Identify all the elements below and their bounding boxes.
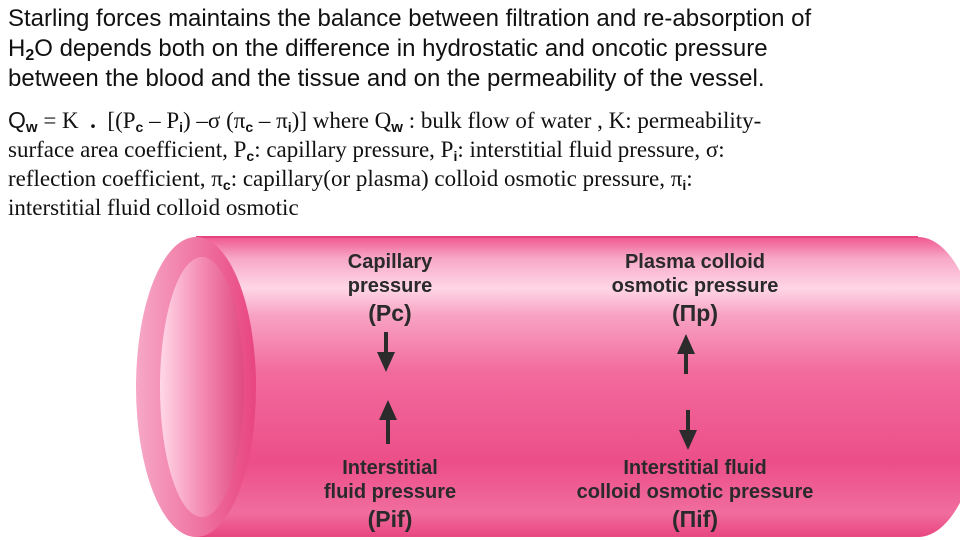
if-line-1: Interstitial: [290, 456, 490, 480]
cap-line-2: pressure: [310, 274, 470, 298]
if-line-2: fluid pressure: [290, 480, 490, 504]
tube-opening: [160, 257, 244, 517]
ifc-line-1: Interstitial fluid: [540, 456, 850, 480]
interstitial-colloid-label: Interstitial fluid colloid osmotic press…: [540, 456, 850, 534]
cap-symbol: (Pc): [310, 298, 470, 328]
cap-line-1: Capillary: [310, 250, 470, 274]
interstitial-fluid-pressure-label: Interstitial fluid pressure (Pif): [290, 456, 490, 534]
plasma-symbol: (Πp): [570, 298, 820, 328]
plasma-colloid-label: Plasma colloid osmotic pressure (Πp): [570, 250, 820, 328]
ifc-line-2: colloid osmotic pressure: [540, 480, 850, 504]
plasma-line-1: Plasma colloid: [570, 250, 820, 274]
plasma-line-2: osmotic pressure: [570, 274, 820, 298]
ifc-symbol: (Πif): [540, 504, 850, 534]
if-symbol: (Pif): [290, 504, 490, 534]
capillary-pressure-label: Capillary pressure (Pc): [310, 250, 470, 328]
